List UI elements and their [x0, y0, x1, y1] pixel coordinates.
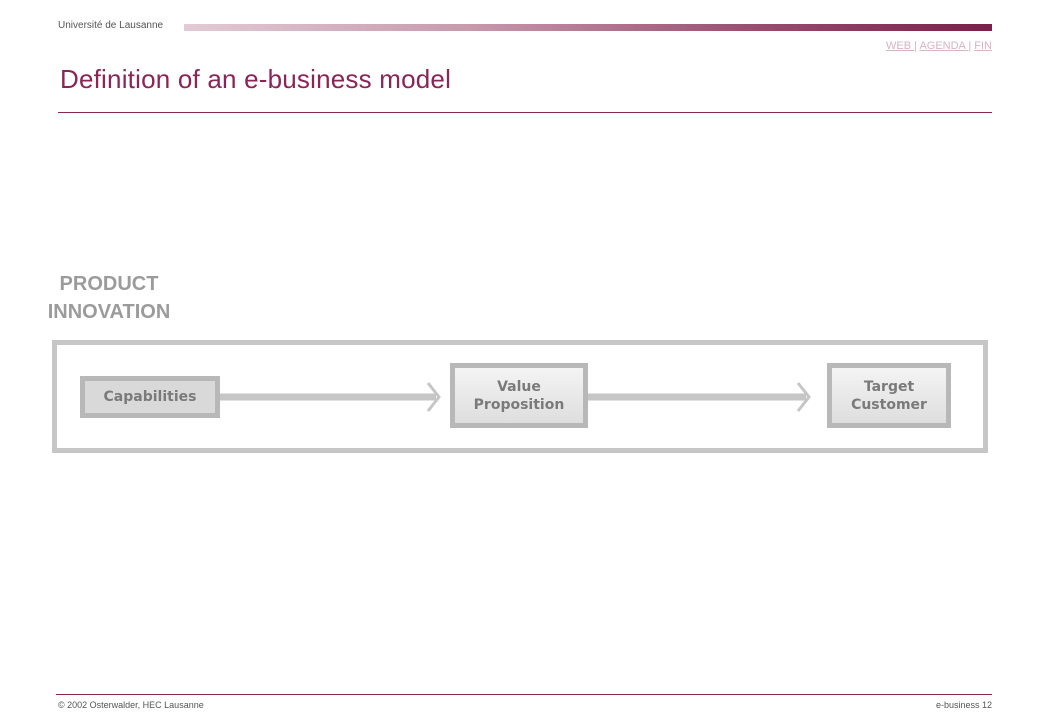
title-divider [58, 112, 992, 113]
header-gradient-bar [184, 24, 992, 31]
institution-name: Université de Lausanne [58, 20, 164, 31]
footer-page-reference: e-business 12 [935, 700, 992, 710]
slide-title: Definition of an e-business model [60, 64, 452, 94]
nav-separator: | [968, 40, 972, 52]
section-label: PRODUCT INNOVATION [36, 270, 182, 326]
value-proposition-label-line2: Proposition [473, 396, 565, 413]
footer-divider [56, 694, 992, 695]
nav-link-fin[interactable]: FIN [974, 40, 992, 52]
slide-nav: WEB | AGENDA | FIN [886, 40, 992, 52]
capabilities-box: Capabilities [80, 376, 220, 418]
footer-copyright: © 2002 Osterwalder, HEC Lausanne [58, 700, 204, 710]
nav-link-agenda[interactable]: AGENDA [919, 40, 969, 52]
value-proposition-box: Value Proposition [450, 363, 588, 428]
value-proposition-label-line1: Value [497, 378, 541, 395]
target-customer-label-line1: Target [863, 378, 915, 395]
nav-link-web[interactable]: WEB [886, 40, 915, 52]
arrow-capabilities-to-value [220, 382, 441, 412]
target-customer-label-line2: Customer [851, 396, 927, 413]
target-customer-box: Target Customer [827, 363, 951, 428]
arrow-value-to-target [588, 382, 811, 412]
capabilities-label: Capabilities [103, 389, 197, 405]
section-label-line2: INNOVATION [47, 301, 171, 323]
nav-separator: | [914, 40, 917, 52]
section-label-line1: PRODUCT [59, 273, 159, 295]
